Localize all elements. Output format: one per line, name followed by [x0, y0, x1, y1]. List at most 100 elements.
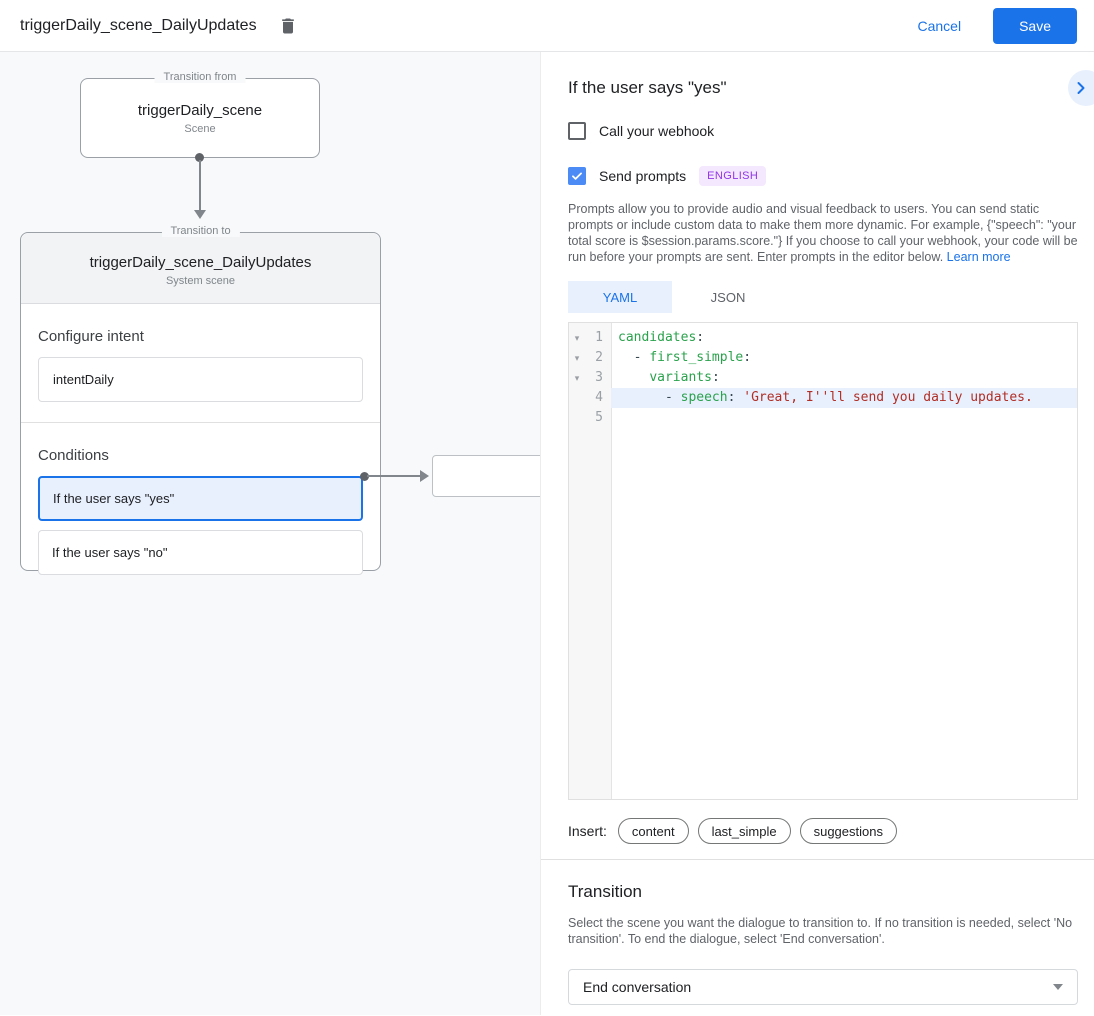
main-area: Transition from triggerDaily_scene Scene…	[0, 52, 1094, 1015]
fold-gutter	[569, 388, 585, 408]
line-number: 1	[595, 330, 603, 345]
editor-line[interactable]: 4 - speech: 'Great, I''ll send you daily…	[569, 388, 1077, 408]
insert-chip-suggestions[interactable]: suggestions	[799, 818, 897, 844]
send-prompts-label: Send prompts	[599, 168, 687, 184]
code-line-text[interactable]: - first_simple:	[611, 348, 1077, 368]
insert-row: Insert: content last_simple suggestions	[568, 818, 1080, 844]
condition-title: If the user says "yes"	[568, 78, 727, 97]
checkmark-icon	[570, 169, 584, 183]
fold-toggle-icon[interactable]: ▾	[574, 333, 580, 343]
arrow-right-icon	[420, 470, 429, 482]
webhook-checkbox[interactable]	[568, 122, 586, 140]
webhook-checkbox-row[interactable]: Call your webhook	[568, 122, 1080, 140]
send-prompts-checkbox-row[interactable]: Send prompts ENGLISH	[568, 166, 1080, 186]
condition-detail-panel: If the user says "yes" Call your webhook…	[541, 52, 1094, 1015]
code-line-text[interactable]: - speech: 'Great, I''ll send you daily u…	[611, 388, 1077, 408]
cancel-button[interactable]: Cancel	[905, 10, 973, 42]
insert-chip-content[interactable]: content	[617, 818, 689, 844]
configure-intent-label: Configure intent	[38, 328, 144, 345]
code-token-key: speech	[680, 390, 728, 405]
transition-to-legend: Transition to	[161, 225, 240, 237]
connector-line-down	[199, 160, 201, 210]
chevron-right-icon	[1071, 78, 1091, 98]
fold-toggle-icon[interactable]: ▾	[574, 373, 580, 383]
code-token-punct: :	[743, 350, 752, 365]
connector-dot-right	[360, 472, 369, 481]
code-token-string: 'Great, I''ll send you daily updates.	[743, 390, 1033, 405]
editor-line[interactable]: ▾ 1 candidates:	[569, 328, 1077, 348]
scene-node-body: Configure intent intentDaily Conditions …	[21, 328, 380, 575]
prompts-description: Prompts allow you to provide audio and v…	[568, 201, 1080, 265]
line-number: 5	[595, 410, 603, 425]
code-line-text[interactable]: candidates:	[611, 328, 1077, 348]
transition-description: Select the scene you want the dialogue t…	[568, 916, 1073, 946]
code-token-punct: :	[727, 390, 736, 405]
code-token-ws	[618, 370, 649, 385]
code-token-key: first_simple	[649, 350, 744, 365]
language-badge: ENGLISH	[699, 166, 767, 186]
transition-from-legend: Transition from	[154, 71, 246, 83]
editor-line[interactable]: 5	[569, 408, 1077, 428]
editor-line[interactable]: ▾ 3 variants:	[569, 368, 1077, 388]
top-bar: triggerDaily_scene_DailyUpdates Cancel S…	[0, 0, 1094, 52]
tab-yaml[interactable]: YAML	[568, 281, 672, 313]
code-token-punct: :	[696, 330, 705, 345]
save-button[interactable]: Save	[993, 7, 1077, 44]
trash-icon	[278, 16, 298, 36]
intent-item[interactable]: intentDaily	[38, 357, 363, 402]
transition-selected-value: End conversation	[583, 979, 692, 995]
transition-target-node[interactable]	[432, 455, 540, 497]
scene-node-header[interactable]: triggerDaily_scene_DailyUpdates System s…	[21, 233, 380, 304]
arrow-down-icon	[194, 210, 206, 219]
intent-name: intentDaily	[53, 372, 114, 387]
code-token-punct: -	[664, 390, 681, 405]
delete-scene-button[interactable]	[275, 13, 301, 39]
transition-title: Transition	[568, 882, 643, 901]
dropdown-arrow-icon	[1053, 984, 1063, 990]
section-divider	[541, 859, 1094, 860]
code-token-punct: :	[711, 370, 720, 385]
editor-line[interactable]: ▾ 2 - first_simple:	[569, 348, 1077, 368]
insert-label: Insert:	[568, 823, 607, 839]
code-token-ws	[618, 390, 665, 405]
condition-label: If the user says "no"	[52, 545, 168, 560]
condition-label: If the user says "yes"	[53, 491, 175, 506]
fold-gutter	[569, 408, 585, 428]
transition-from-node[interactable]: Transition from triggerDaily_scene Scene	[80, 71, 320, 158]
line-number: 4	[595, 390, 603, 405]
code-line-text[interactable]: variants:	[611, 368, 1077, 388]
page-title: triggerDaily_scene_DailyUpdates	[20, 16, 257, 34]
insert-chip-last-simple[interactable]: last_simple	[697, 818, 791, 844]
transition-section: Transition Select the scene you want the…	[568, 882, 1078, 1005]
learn-more-link[interactable]: Learn more	[946, 250, 1011, 264]
from-scene-name: triggerDaily_scene	[137, 102, 263, 119]
editor-format-tabs: YAML JSON	[568, 281, 1080, 313]
to-scene-name: triggerDaily_scene_DailyUpdates	[89, 254, 312, 271]
send-prompts-checkbox[interactable]	[568, 167, 586, 185]
editor-lines: ▾ 1 candidates: ▾ 2 - first_simple: ▾ 3 varian…	[569, 328, 1077, 428]
connector-dot-down	[195, 153, 204, 162]
line-number: 3	[595, 370, 603, 385]
code-editor[interactable]: ▾ 1 candidates: ▾ 2 - first_simple: ▾ 3 varian…	[568, 322, 1078, 800]
conditions-label: Conditions	[38, 447, 109, 464]
code-token-punct: -	[633, 350, 650, 365]
condition-item-yes[interactable]: If the user says "yes"	[38, 476, 363, 521]
to-scene-type: System scene	[165, 275, 236, 287]
code-token-key: candidates	[618, 330, 697, 345]
node-divider	[21, 422, 380, 423]
code-token-ws	[618, 350, 634, 365]
condition-item-no[interactable]: If the user says "no"	[38, 530, 363, 575]
code-line-text[interactable]	[611, 408, 1077, 428]
collapse-panel-button[interactable]	[1068, 70, 1094, 106]
line-number: 2	[595, 350, 603, 365]
webhook-checkbox-label: Call your webhook	[599, 123, 715, 139]
transition-select[interactable]: End conversation	[568, 969, 1078, 1005]
connector-line-right	[367, 475, 420, 477]
code-token-key: variants	[649, 370, 712, 385]
tab-json[interactable]: JSON	[710, 289, 746, 305]
fold-toggle-icon[interactable]: ▾	[574, 353, 580, 363]
scene-diagram-panel: Transition from triggerDaily_scene Scene…	[0, 52, 541, 1015]
from-scene-type: Scene	[184, 123, 216, 135]
transition-to-node: Transition to triggerDaily_scene_DailyUp…	[20, 225, 381, 575]
prompts-description-text: Prompts allow you to provide audio and v…	[568, 202, 1078, 264]
